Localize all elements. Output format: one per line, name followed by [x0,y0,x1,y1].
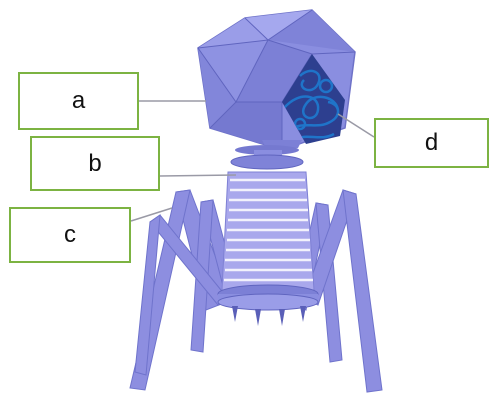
leg-right-outer-lower [342,189,383,393]
base-plate [217,284,319,326]
tail-sheath [221,171,315,291]
leg-right-inner-lower [315,202,343,363]
label-c: c [64,221,76,248]
tail-fibers [129,189,383,393]
capsid-center-face [198,40,268,102]
capsid-top-face [245,10,312,40]
label-box-c: c [9,207,131,263]
base-spikes [232,306,306,326]
capsid-right-top-face [268,10,355,52]
capsid-left-top-face [198,18,268,48]
leader-d [337,113,375,138]
label-box-d: d [374,118,489,168]
label-box-b: b [30,136,160,191]
label-a: a [71,87,86,114]
capsid-bottom-face [210,102,282,150]
label-b: b [88,149,102,177]
sheath-rings [224,178,313,282]
label-box-a: a [18,72,139,130]
capsid-left-lower-face [198,48,236,128]
leader-lines [130,100,375,222]
label-d: d [424,129,439,156]
capsid-center-face-2 [236,40,312,102]
leader-c [130,207,173,222]
tail-collar [230,145,304,170]
capsid-head [197,9,356,151]
leader-b [159,174,237,177]
leg-far-left-lower [134,213,161,376]
